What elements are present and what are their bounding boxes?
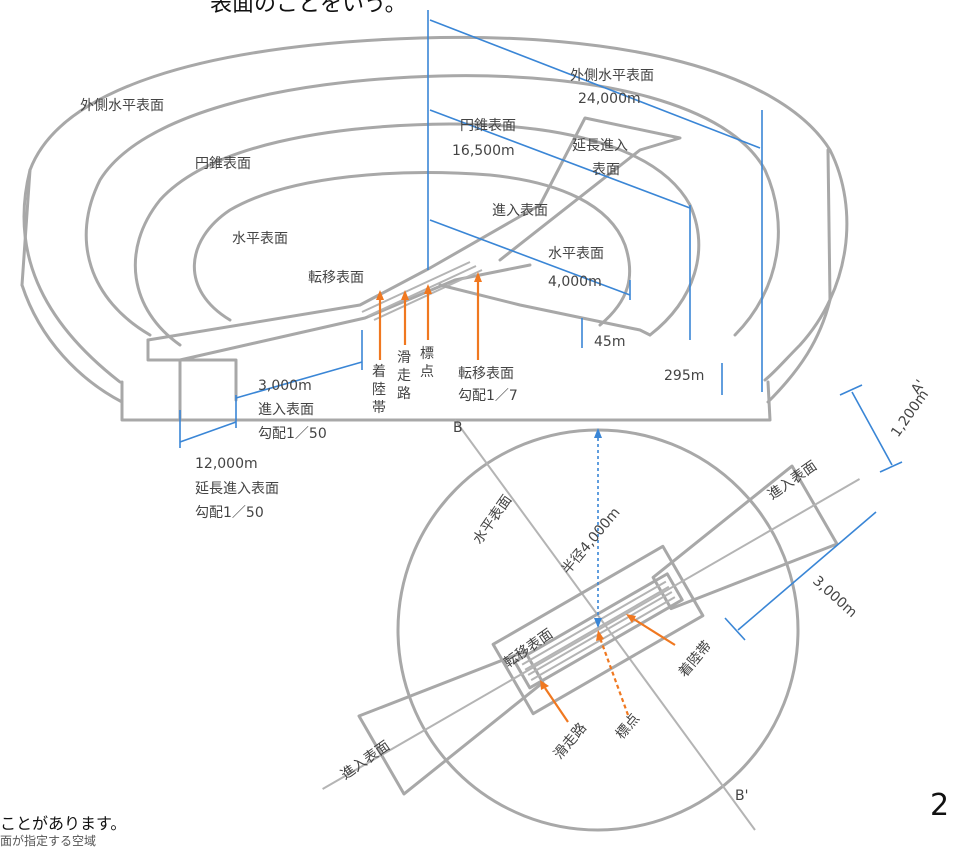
dim-45-label: 45m <box>594 334 625 350</box>
section-b-top: B <box>453 420 463 436</box>
outer-ring-wall-left <box>20 168 32 287</box>
landing-strip-label-plan: 着陸帯 <box>676 638 715 680</box>
plan-landing-strip-arrowhead <box>626 614 636 623</box>
radius-arrow-top <box>594 428 602 438</box>
transition-arrowhead <box>474 272 482 282</box>
dim-4000-label: 4,000m <box>548 274 602 290</box>
dim-1200-label: 1,200m <box>888 387 932 440</box>
reference-label-plan: 標点 <box>613 711 643 743</box>
approach-label: 進入表面 <box>492 203 548 219</box>
header-text-fragment: 表面のことをいう。 <box>210 0 407 17</box>
runway-v-2: 走 <box>397 368 411 384</box>
horizontal-label: 水平表面 <box>470 492 515 547</box>
plan-runway-pointer <box>544 687 569 723</box>
dim-12000-line <box>179 421 237 443</box>
runway-assembly <box>322 464 861 796</box>
dim-3000-line <box>235 361 363 399</box>
approach-corridor-right <box>178 263 532 362</box>
horizontal-label-right: 水平表面 <box>548 246 604 262</box>
ext-approach-slope-label-2: 勾配1／50 <box>195 505 264 521</box>
transition-label: 転移表面 <box>308 270 364 286</box>
dim-3000-label: 3,000m <box>258 378 312 394</box>
dim-24000-label: 24,000m <box>578 91 641 107</box>
conical-surface-inner-edge <box>133 122 701 347</box>
runway-label-plan: 滑走路 <box>550 719 590 762</box>
dim-16500-line <box>429 109 691 209</box>
footer-text-fragment: ことがあります。 <box>0 814 127 833</box>
transition-slope-label-2: 勾配1／7 <box>458 388 518 404</box>
conical-label-left: 円錐表面 <box>195 156 251 172</box>
outer-horizontal-label-left: 外側水平表面 <box>80 98 164 114</box>
outer-horizontal-inner-edge <box>84 74 780 337</box>
transition-slope-label-1: 転移表面 <box>458 366 514 382</box>
dim-1200-line <box>851 391 893 466</box>
extended-approach-label-2: 表面 <box>592 162 620 178</box>
horizontal-surface-edge <box>192 171 632 327</box>
outer-horizontal-label-right: 外側水平表面 <box>570 68 654 84</box>
dim-3000-plan-line <box>737 511 877 631</box>
dim-4000-line <box>429 219 631 296</box>
runway-line-1 <box>521 580 667 666</box>
reference-point-v-2: 点 <box>420 364 434 380</box>
dim-1200-tick-top <box>839 384 863 396</box>
reference-point-arrowhead <box>424 284 432 294</box>
page-number: 2 <box>930 788 950 823</box>
landing-strip-v-3: 帯 <box>372 400 386 416</box>
outer-horizontal-surface-outer-edge <box>22 35 849 384</box>
approach-surface-bottom <box>357 649 545 796</box>
radius-label: 半径4,000m <box>559 505 624 578</box>
front-step-top <box>146 338 238 422</box>
extended-approach-label-1: 延長進入 <box>572 138 628 154</box>
runway-v-1: 滑 <box>397 349 411 366</box>
radius-arrow-bottom <box>594 618 602 628</box>
plan-view: B B' A' 1,200m 進入表面 進入表面 水平表面 半径4,000m 3… <box>322 377 932 832</box>
plan-landing-strip-pointer <box>631 617 676 646</box>
dim-3000-plan-label: 3,000m <box>809 573 860 621</box>
dim-3000-plan-tick <box>724 617 746 641</box>
outer-ring-wall-bottom <box>20 283 124 404</box>
conical-label-right: 円錐表面 <box>460 118 516 134</box>
ext-approach-slope-label-1: 延長進入表面 <box>195 481 279 497</box>
runway-arrowhead <box>401 290 409 300</box>
transition-outline <box>491 544 705 716</box>
horizontal-label-left: 水平表面 <box>232 231 288 247</box>
approach-slope-label-2: 勾配1／50 <box>258 426 327 442</box>
runway-line-2 <box>524 585 670 671</box>
section-b-bottom: B' <box>735 788 748 804</box>
dim-24000-line <box>429 19 761 149</box>
approach-slope-label-1: 進入表面 <box>258 402 314 418</box>
dim-295-label: 295m <box>664 368 704 384</box>
landing-strip-arrowhead <box>376 290 384 300</box>
reference-point-v-1: 標 <box>420 346 434 362</box>
outer-ring-wall-right <box>766 148 832 404</box>
plan-reference-arrowhead <box>596 630 604 641</box>
landing-strip-v-1: 着 <box>372 364 386 380</box>
dim-1200-tick-bottom <box>879 461 903 473</box>
landing-strip-v-2: 陸 <box>372 382 386 398</box>
transition-surface-edge <box>438 283 652 337</box>
dim-12000-label: 12,000m <box>195 456 258 472</box>
surfaces-3d-view: 外側水平表面 外側水平表面 24,000m 円錐表面 円錐表面 16,500m … <box>20 10 849 521</box>
centre-axis <box>322 478 861 790</box>
dim-16500-label: 16,500m <box>452 143 515 159</box>
front-step-wall <box>120 380 772 422</box>
plan-runway-arrowhead <box>540 680 549 690</box>
approach-surface-top <box>651 464 839 611</box>
approach-corridor-left <box>146 116 682 342</box>
runway-v-3: 路 <box>397 386 411 402</box>
